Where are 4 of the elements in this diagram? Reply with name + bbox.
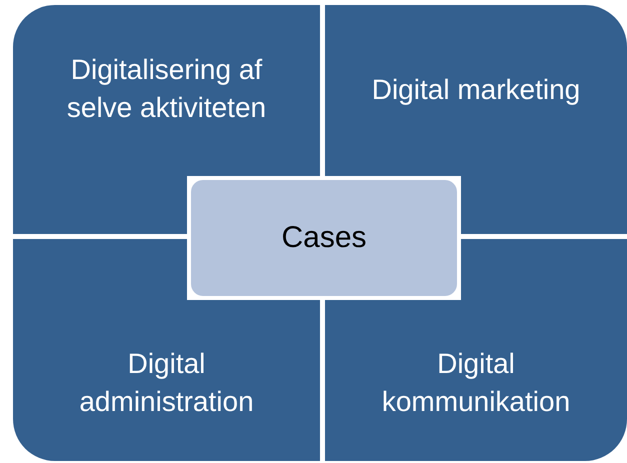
quadrant-title: Digital marketing bbox=[329, 71, 623, 109]
quadrant-title: Digital kommunikation bbox=[365, 345, 587, 421]
quadrant-title: Digital administration bbox=[53, 345, 280, 421]
quadrant-title: Digitalisering af selve aktiviteten bbox=[43, 51, 290, 127]
